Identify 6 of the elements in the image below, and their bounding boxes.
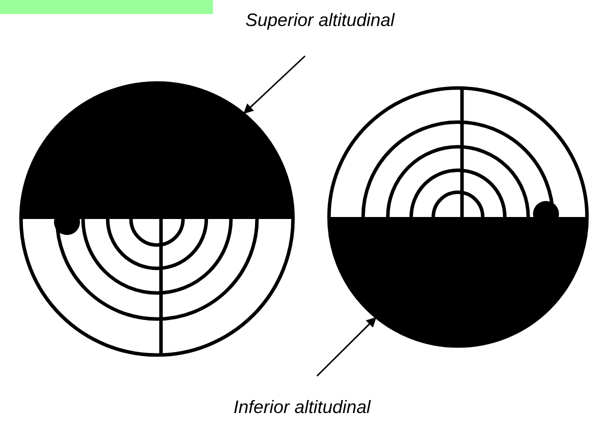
arrow bbox=[316, 316, 376, 377]
visual-field-drawing bbox=[18, 80, 296, 358]
visual-field-drawing bbox=[326, 85, 590, 349]
caption-text: Superior altitudinal bbox=[245, 10, 395, 31]
arrow bbox=[243, 55, 306, 114]
caption-text: Inferior altitudinal bbox=[233, 397, 371, 418]
